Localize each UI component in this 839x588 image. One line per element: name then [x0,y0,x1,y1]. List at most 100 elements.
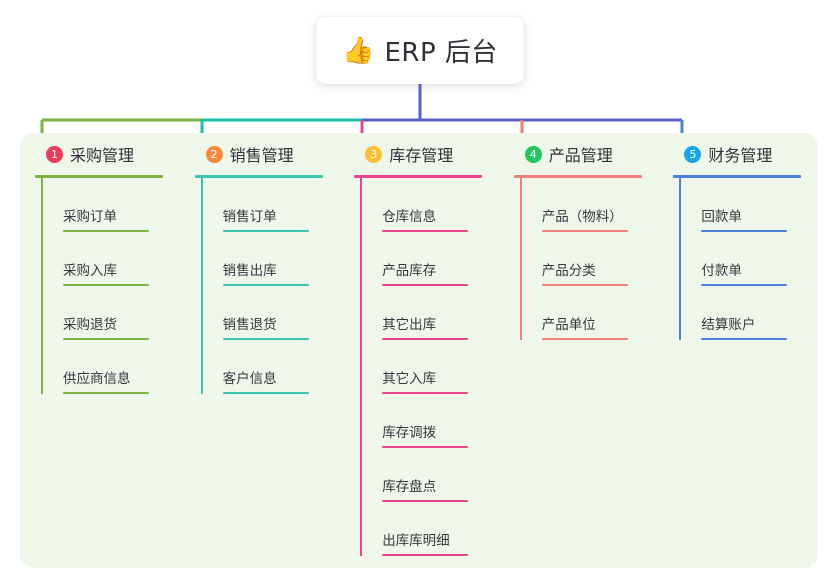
branch-item[interactable]: 销售出库 [201,232,340,286]
branch-title: 库存管理 [389,146,454,165]
branch-item[interactable]: 产品分类 [520,232,659,286]
branch-item[interactable]: 销售退货 [201,286,340,340]
branch-item[interactable]: 采购退货 [41,286,180,340]
branch-item-underline [701,230,788,232]
branches-panel [20,133,818,568]
branch-item-underline [382,284,469,286]
branch-header-underline [513,175,642,178]
branch-item[interactable]: 回款单 [679,178,818,232]
branch-title: 销售管理 [229,146,294,165]
branch-item-underline [63,338,149,340]
branch-item-label: 回款单 [701,209,742,225]
branch-number-badge: 5 [684,145,702,163]
branch-item-underline [541,230,628,232]
branch-item-underline [222,338,309,340]
branch-item-label: 产品库存 [382,263,437,279]
branch-item-list: 销售订单销售出库销售退货客户信息 [200,178,340,394]
branch-item-label: 仓库信息 [382,209,437,225]
branch-item[interactable]: 库存盘点 [360,448,499,502]
root-node-card[interactable]: 👍 ERP 后台 [316,17,524,84]
branch-item-list: 产品（物料） 产品分类产品单位 [519,178,659,340]
branch-item[interactable]: 付款单 [679,232,818,286]
branch-item-label: 产品单位 [541,317,596,333]
branch-item-label: 客户信息 [222,371,277,387]
branch-item-label: 销售订单 [222,209,277,225]
branch-column: 2 销售管理销售订单销售出库销售退货客户信息 [180,133,340,568]
branch-item[interactable]: 仓库信息 [360,178,499,232]
branch-item-label: 其它出库 [382,317,437,333]
branch-item[interactable]: 供应商信息 [41,340,180,394]
branch-item-label: 其它入库 [382,371,437,387]
branch-item-list: 采购订单采购入库采购退货供应商信息 [41,178,180,394]
branch-item-underline [701,284,788,286]
branch-number-badge: 4 [524,145,542,163]
branch-title: 采购管理 [70,146,135,165]
branch-item-underline [382,446,469,448]
branch-item-label: 库存盘点 [382,479,437,495]
branch-spine [41,178,43,394]
branch-item-underline [541,284,628,286]
branch-item-underline [222,392,309,394]
branch-item-underline [541,338,628,340]
branch-item-label: 出库库明细 [382,533,450,549]
thumbs-up-icon: 👍 [342,35,375,66]
branch-header-underline [35,175,163,178]
branch-item-label: 供应商信息 [63,371,131,387]
branch-item[interactable]: 其它入库 [360,340,499,394]
branch-header-underline [194,175,323,178]
branch-header[interactable]: 3 库存管理 [351,133,499,175]
branch-item[interactable]: 产品（物料） [520,178,659,232]
branch-item[interactable]: 采购订单 [41,178,180,232]
branch-item-underline [222,284,309,286]
branch-spine [519,178,522,340]
branch-item-label: 库存调拨 [382,425,437,441]
branch-item[interactable]: 销售订单 [201,178,340,232]
branch-item-label: 付款单 [701,263,742,279]
branch-column: 3 库存管理仓库信息产品库存其它出库其它入库库存调拨库存盘点出库库明细 [339,133,499,568]
branch-item-list: 仓库信息产品库存其它出库其它入库库存调拨库存盘点出库库明细 [360,178,499,556]
branch-item-underline [63,284,149,286]
branch-item-underline [382,500,469,502]
branch-item-list: 回款单付款单结算账户 [679,178,818,340]
root-node-title: ERP 后台 [384,38,498,68]
branch-item-label: 采购订单 [63,209,117,225]
branch-item[interactable]: 结算账户 [679,286,818,340]
branch-spine [360,178,363,556]
branch-item-label: 产品（物料） [541,209,623,225]
branch-item-underline [382,338,469,340]
branch-number-badge: 3 [365,145,383,163]
branch-item[interactable]: 客户信息 [201,340,340,394]
branch-header-underline [673,175,802,178]
branch-spine [200,178,203,394]
branch-item-underline [63,392,149,394]
branch-item-label: 产品分类 [541,263,596,279]
branch-header[interactable]: 2 销售管理 [192,133,340,175]
branch-item-underline [382,392,469,394]
branch-item[interactable]: 产品库存 [360,232,499,286]
branch-item[interactable]: 出库库明细 [360,502,499,556]
branch-item-label: 销售出库 [222,263,277,279]
branch-item-label: 采购入库 [63,263,117,279]
branch-item[interactable]: 产品单位 [520,286,659,340]
branch-item-label: 结算账户 [701,317,756,333]
branch-item-underline [382,554,469,556]
branch-title: 产品管理 [548,146,613,165]
branch-item-underline [701,338,788,340]
branch-item[interactable]: 库存调拨 [360,394,499,448]
branch-item-underline [63,230,149,232]
branch-number-badge: 2 [205,145,223,163]
branch-item-underline [382,230,469,232]
branch-header-underline [354,175,483,178]
branch-spine [679,178,682,340]
branch-item[interactable]: 采购入库 [41,232,180,286]
branch-item-underline [222,230,309,232]
branch-item[interactable]: 其它出库 [360,286,499,340]
branch-header[interactable]: 4 产品管理 [511,133,659,175]
branch-column: 4 产品管理产品（物料） 产品分类产品单位 [499,133,659,568]
